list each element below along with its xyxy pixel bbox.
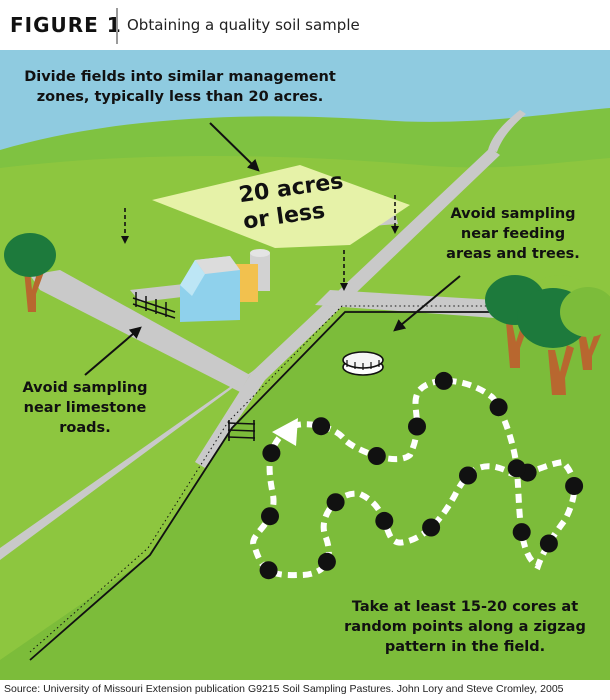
sample-point (317, 552, 336, 571)
sample-point (408, 417, 426, 436)
tree-group-right (485, 275, 610, 395)
feeding-arrow (393, 275, 461, 332)
barn (180, 249, 270, 322)
path-start-arrow (272, 418, 298, 446)
source-citation: Source: University of Missouri Extension… (4, 683, 564, 695)
distant-road (488, 110, 526, 152)
callout-arrows (84, 122, 461, 376)
zones-arrow (209, 122, 260, 172)
roads-arrow (84, 326, 142, 376)
sample-point (375, 511, 394, 530)
management-zone-plot (152, 165, 410, 248)
plot-boundary-drop-lines (124, 195, 396, 285)
fenced-pasture (0, 310, 610, 680)
sample-point (367, 447, 386, 465)
sample-point (565, 477, 584, 495)
sample-point (422, 518, 441, 537)
feeding-ring (342, 351, 384, 376)
zones-callout: Divide fields into similar management zo… (24, 69, 336, 105)
figure-header: FIGURE 1 Obtaining a quality soil sample (0, 0, 610, 51)
right-road (315, 290, 495, 318)
sample-point (261, 507, 279, 526)
field-illustration: 20 acres or less (0, 50, 610, 680)
figure-title: Obtaining a quality soil sample (127, 16, 360, 34)
sample-point (326, 493, 345, 512)
feeding-callout: Avoid sampling near feeding areas and tr… (446, 206, 580, 262)
sample-point (512, 523, 531, 542)
header-divider (116, 8, 118, 44)
sample-point (262, 444, 281, 463)
figure-label: FIGURE 1 (10, 13, 122, 37)
gate (227, 420, 256, 441)
sample-point (459, 466, 477, 485)
sample-point (259, 561, 278, 580)
sample-point (312, 417, 331, 436)
drop-line-arrowheads (121, 226, 399, 291)
sample-point (489, 398, 508, 417)
zigzag-sampling-path (250, 377, 578, 579)
sample-points (259, 371, 584, 580)
sample-point (539, 534, 558, 553)
roads-callout: Avoid sampling near limestone roads. (22, 380, 148, 436)
main-road (195, 148, 500, 468)
tree-left (4, 233, 56, 312)
barn-fence (132, 292, 176, 319)
sample-point (507, 459, 526, 478)
main-road-lower (0, 338, 300, 560)
sample-point (434, 371, 453, 390)
cores-callout: Take at least 15-20 cores at random poin… (344, 599, 586, 655)
pasture-fence (29, 305, 490, 661)
